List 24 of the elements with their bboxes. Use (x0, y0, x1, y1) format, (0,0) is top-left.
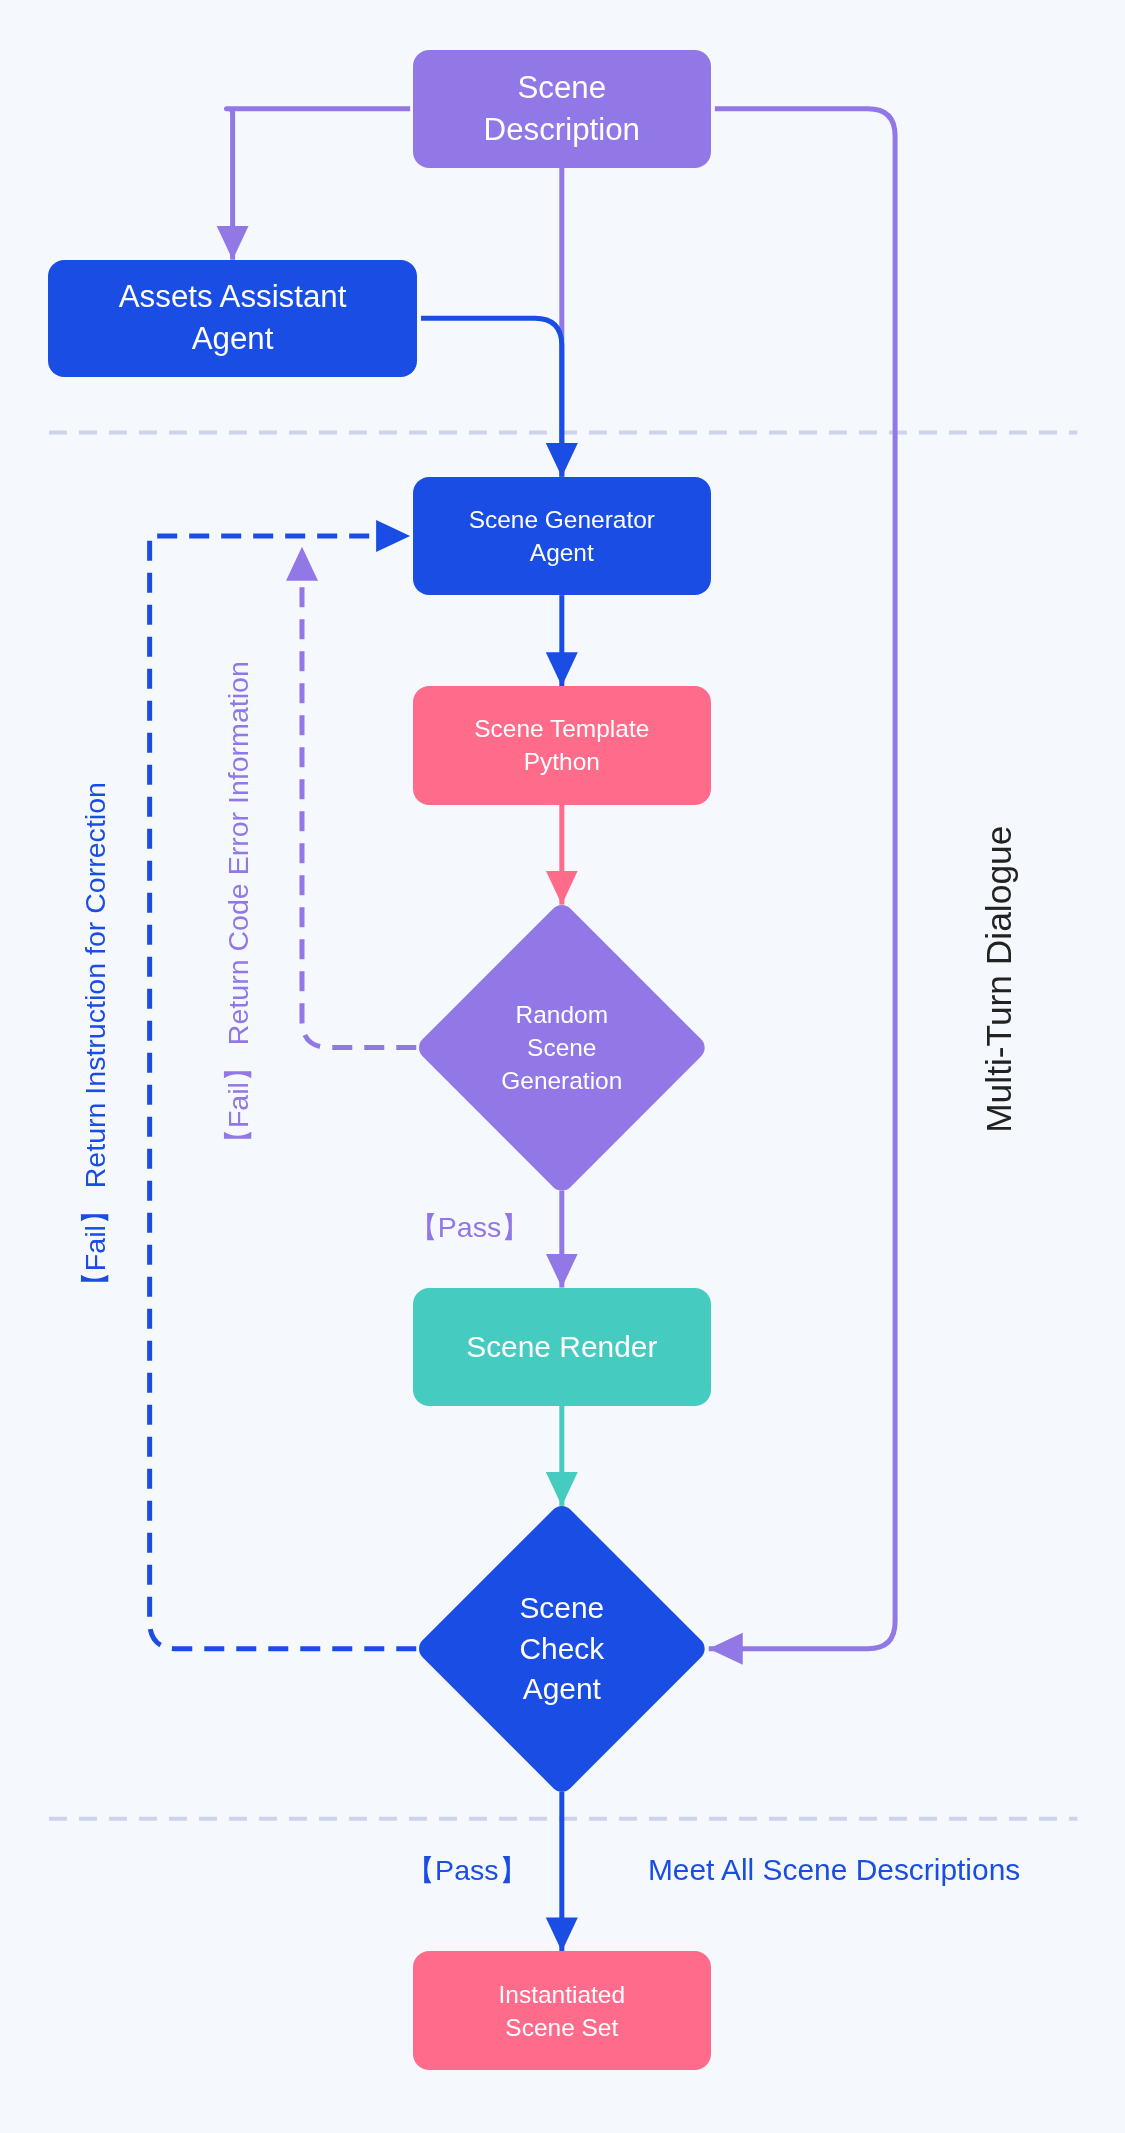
process-box: Instantiated Scene Set (412, 1951, 711, 2070)
note-text: Meet All Scene Descriptions (647, 1852, 1021, 1889)
edge-label: 【Pass】 (408, 1210, 531, 1245)
arrow (545, 1791, 578, 1952)
arrow (421, 315, 578, 477)
arrow (545, 1405, 578, 1506)
edge-label: 【Fail】 Return Code Error Information (220, 660, 255, 1157)
process-box: Assets Assistant Agent (48, 259, 417, 377)
process-box: Scene Description (412, 49, 711, 168)
edge-label: 【Fail】 Return Instruction for Correction (78, 781, 113, 1300)
arrow (216, 106, 411, 260)
arrow (545, 804, 578, 905)
arrow (708, 106, 898, 1665)
dashed-arrow (147, 519, 417, 1652)
process-box: Scene Render (412, 1287, 711, 1406)
dashed-arrow (286, 546, 417, 1050)
process-box: Scene Template Python (412, 686, 711, 805)
process-box: Scene Generator Agent (412, 476, 711, 596)
arrow (545, 595, 578, 687)
edge-label: 【Pass】 (406, 1853, 528, 1888)
arrow (545, 1190, 578, 1288)
decision-diamond: Scene Check Agent (418, 1505, 705, 1792)
edge-label: Multi-Turn Dialogue (978, 826, 1020, 1134)
decision-diamond: Random Scene Generation (418, 904, 705, 1191)
